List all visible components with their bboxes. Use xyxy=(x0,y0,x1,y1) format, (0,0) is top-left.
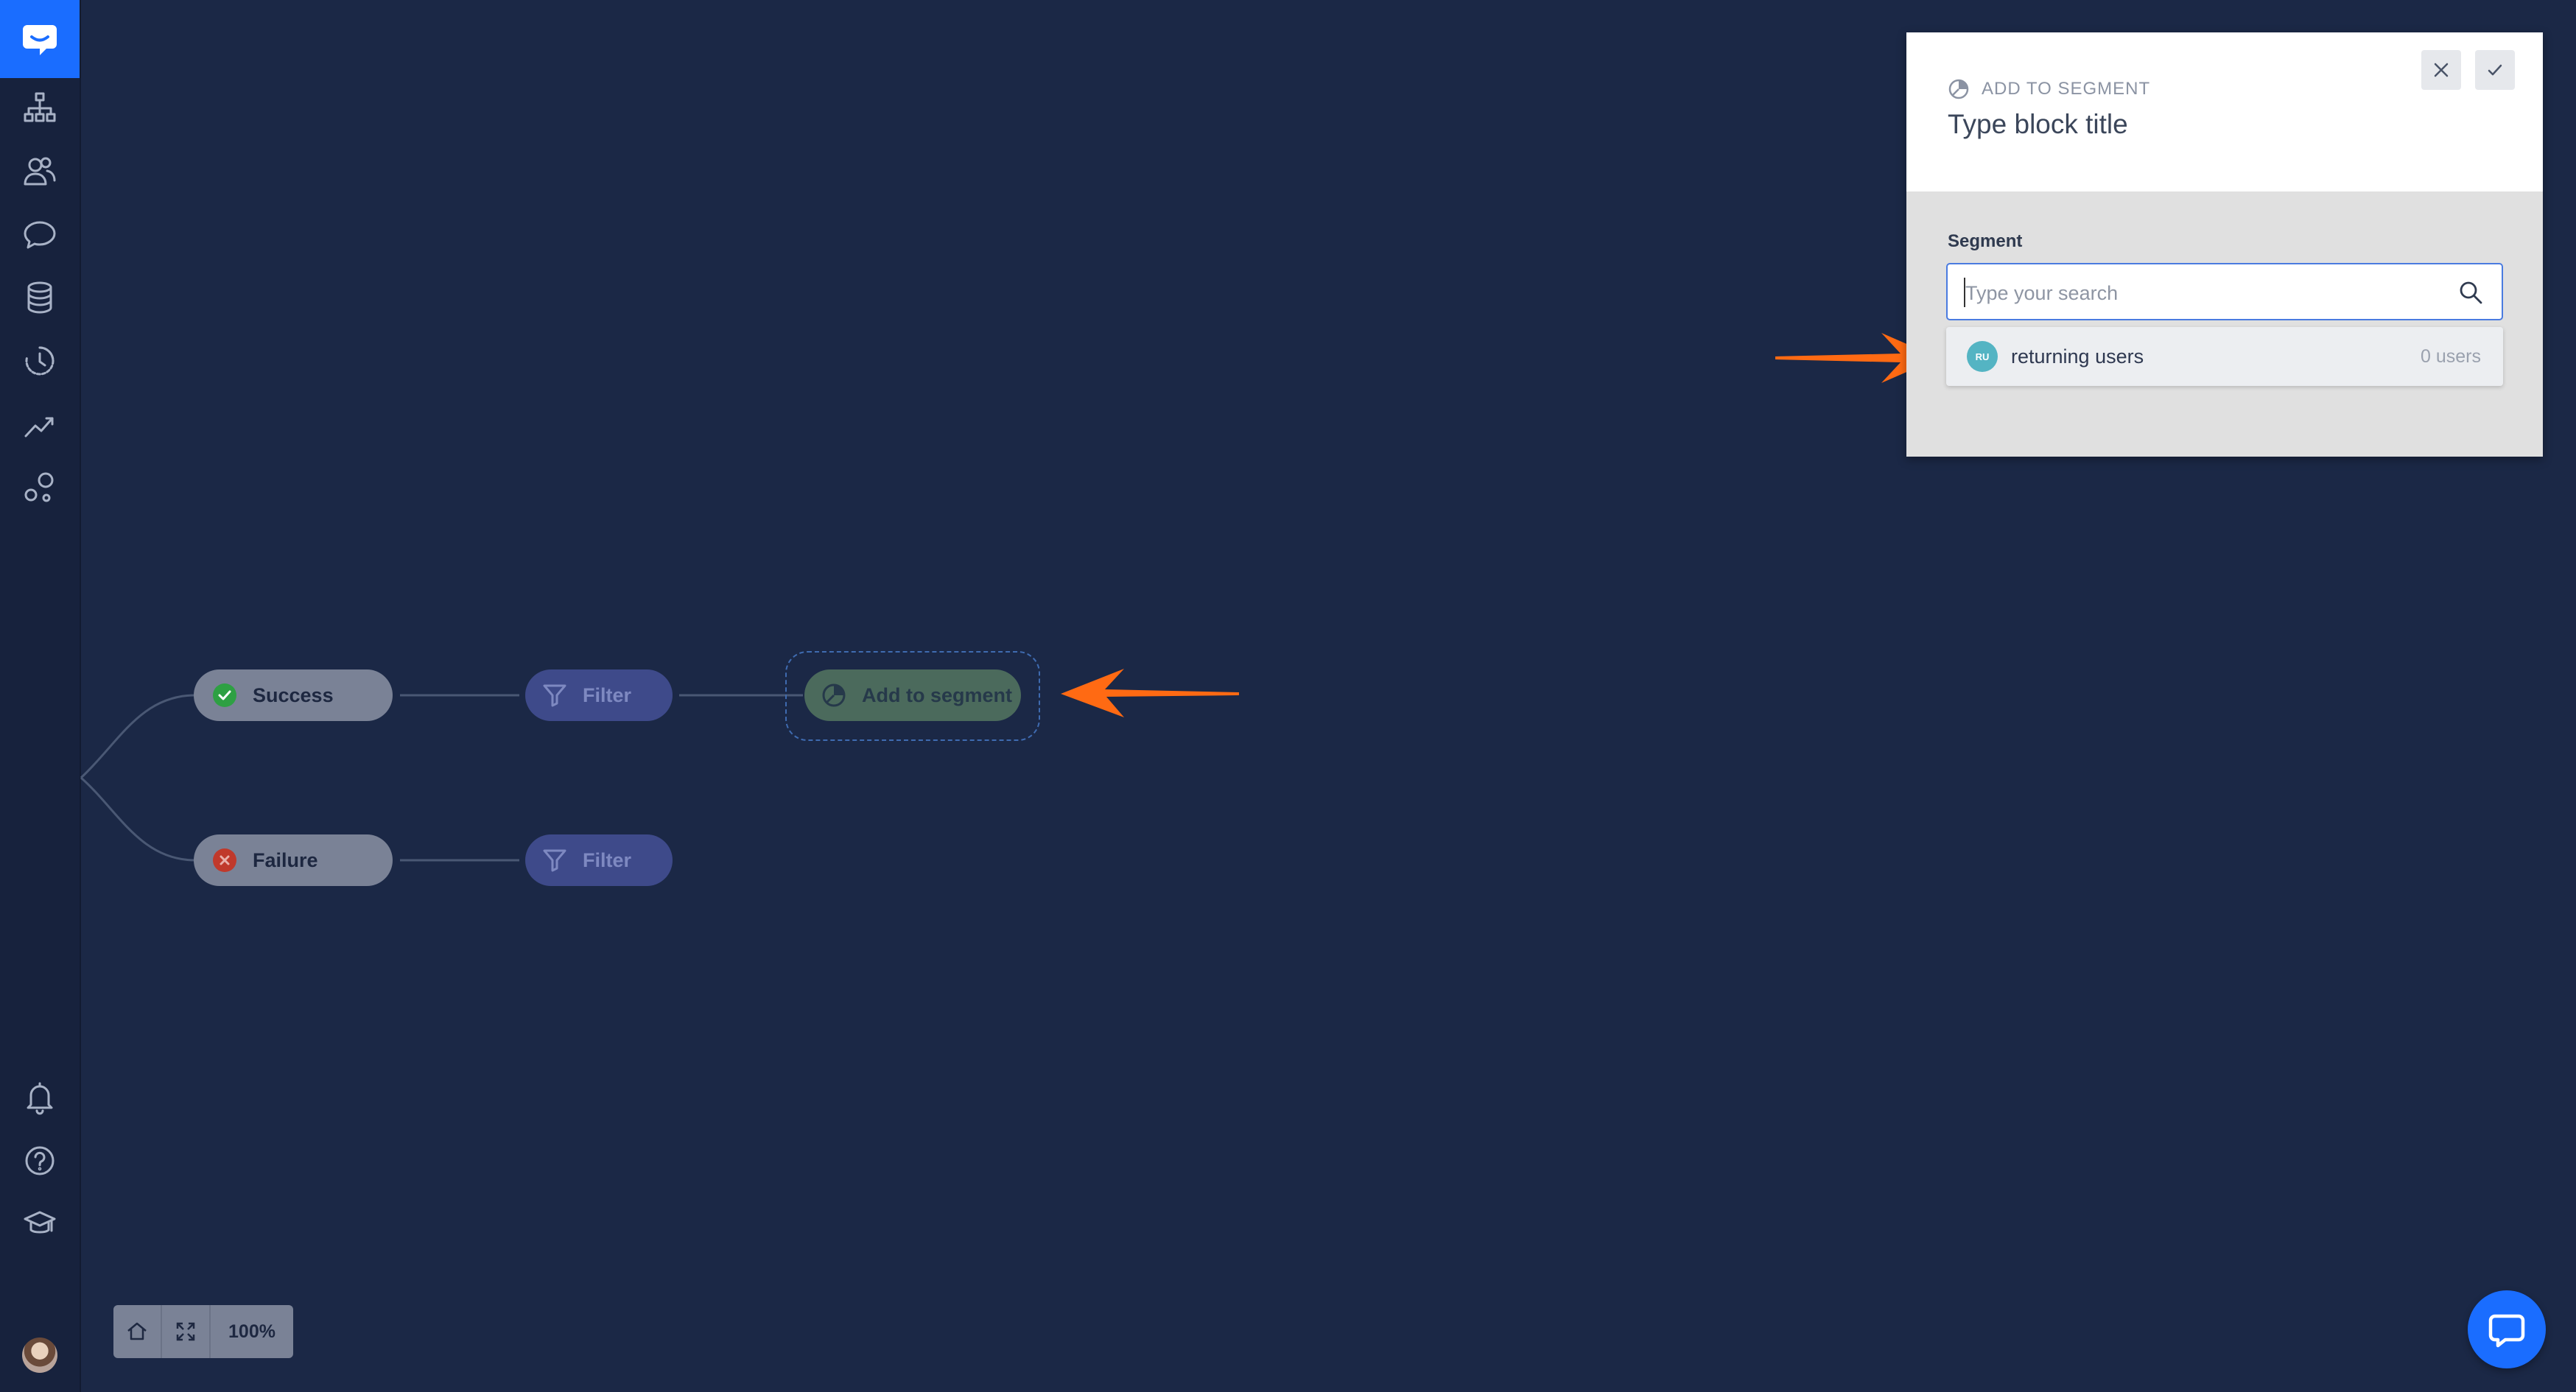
bubbles-icon xyxy=(24,472,54,502)
segment-search-field[interactable] xyxy=(1946,263,2503,320)
segment-search-input[interactable] xyxy=(1964,278,2438,309)
pie-chart-icon xyxy=(1948,79,1969,99)
segment-option-count: 0 users xyxy=(2421,345,2481,367)
app-logo[interactable] xyxy=(0,0,80,78)
chat-widget-button[interactable] xyxy=(2468,1290,2546,1368)
panel-header: ADD TO SEGMENT Type block title xyxy=(1906,32,2543,191)
sidebar-item-chatbots[interactable] xyxy=(18,85,62,130)
annotation-arrow-left xyxy=(1061,669,1239,717)
zoom-controls: 100% xyxy=(113,1305,293,1358)
add-to-segment-label: Add to segment xyxy=(862,683,1013,706)
filter-node-1[interactable]: Filter xyxy=(525,669,673,721)
segment-field-label: Segment xyxy=(1948,231,2023,251)
sidebar-item-reports[interactable] xyxy=(18,402,62,446)
help-button[interactable] xyxy=(18,1139,62,1183)
search-icon[interactable] xyxy=(2457,279,2484,306)
block-type: ADD TO SEGMENT xyxy=(1948,78,2150,100)
academy-cap-icon xyxy=(24,1211,56,1234)
segment-option-name: returning users xyxy=(2011,345,2144,368)
help-icon xyxy=(25,1146,55,1175)
reset-view-button[interactable] xyxy=(113,1305,162,1358)
success-node-label: Success xyxy=(253,683,334,706)
segment-initials-badge: RU xyxy=(1967,341,1998,372)
success-node[interactable]: Success xyxy=(194,669,393,721)
academy-button[interactable] xyxy=(18,1202,62,1246)
segment-option[interactable]: RU returning users 0 users xyxy=(1946,327,2503,386)
database-icon xyxy=(27,281,52,314)
chat-logo-icon xyxy=(23,25,57,55)
expand-icon xyxy=(176,1322,195,1341)
add-to-segment-node[interactable]: Add to segment xyxy=(804,669,1021,721)
failure-node-label: Failure xyxy=(253,848,318,871)
filter-node-label: Filter xyxy=(583,683,632,706)
sidebar-item-data[interactable] xyxy=(18,275,62,320)
bell-icon xyxy=(27,1082,53,1115)
trend-chart-icon xyxy=(24,417,54,437)
pie-chart-icon xyxy=(821,682,847,709)
sidebar-item-integrations[interactable] xyxy=(18,465,62,510)
close-icon xyxy=(2434,63,2449,77)
flow-connectors xyxy=(80,694,803,862)
filter-node-label: Filter xyxy=(583,848,632,871)
home-icon xyxy=(127,1322,147,1340)
block-settings-panel: ADD TO SEGMENT Type block title Segment … xyxy=(1906,32,2543,457)
filter-node-2[interactable]: Filter xyxy=(525,834,673,886)
zoom-level[interactable]: 100% xyxy=(228,1321,276,1342)
filter-icon xyxy=(541,847,568,873)
block-title[interactable]: Type block title xyxy=(1948,109,2128,139)
annotation-arrow-right xyxy=(1775,333,1939,383)
close-button[interactable] xyxy=(2421,50,2461,90)
check-icon xyxy=(2488,64,2502,76)
sidebar xyxy=(0,0,81,1392)
text-caret xyxy=(1964,278,1965,307)
error-circle-icon xyxy=(211,847,238,873)
chat-icon xyxy=(2488,1314,2525,1348)
block-type-label: ADD TO SEGMENT xyxy=(1982,79,2151,99)
sidebar-item-audience[interactable] xyxy=(18,149,62,193)
chat-bubble-icon xyxy=(24,221,56,249)
confirm-button[interactable] xyxy=(2475,50,2515,90)
clock-history-icon xyxy=(25,346,55,376)
sidebar-item-history[interactable] xyxy=(18,339,62,383)
users-icon xyxy=(24,157,56,186)
failure-node[interactable]: Failure xyxy=(194,834,393,886)
fit-screen-button[interactable] xyxy=(162,1305,211,1358)
check-circle-icon xyxy=(211,682,238,709)
filter-icon xyxy=(541,682,568,709)
avatar[interactable] xyxy=(22,1337,57,1373)
notifications-button[interactable] xyxy=(18,1075,62,1119)
selection-outline xyxy=(785,651,1040,741)
sidebar-item-responses[interactable] xyxy=(18,212,62,256)
sitemap-icon xyxy=(24,92,56,122)
